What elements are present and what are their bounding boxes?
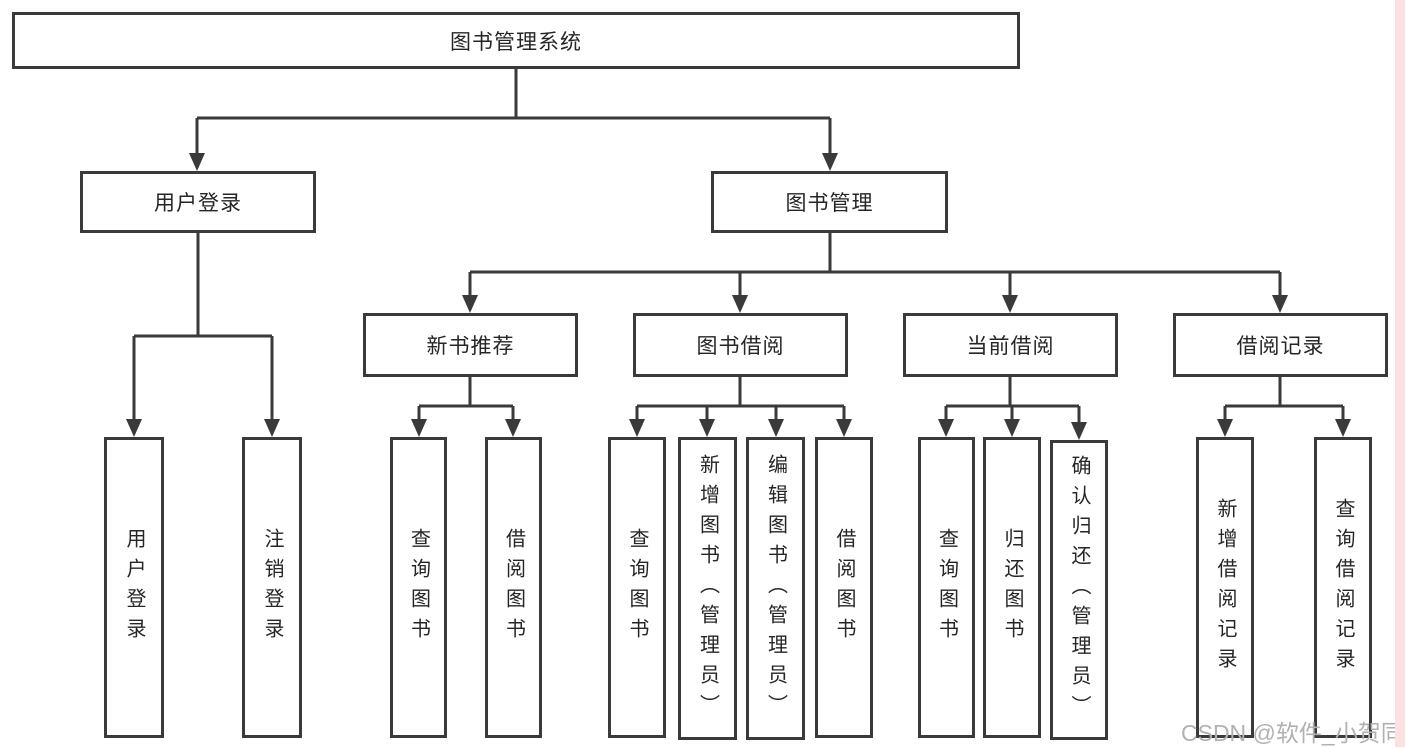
- node-book-borrow: 图书借阅: [633, 313, 848, 377]
- leaf-edit-books-admin: 编辑图书（管理员）: [746, 437, 805, 740]
- node-current-borrow: 当前借阅: [903, 313, 1118, 377]
- leaf-borrow-books: 借阅图书: [485, 437, 542, 738]
- node-borrow-records: 借阅记录: [1173, 313, 1388, 377]
- leaf-query-books-2: 查询图书: [608, 437, 666, 738]
- leaf-label: 确认归还（管理员）: [1068, 455, 1090, 725]
- leaf-label: 注销登录: [261, 527, 283, 648]
- leaf-label: 新增借阅记录: [1214, 497, 1236, 678]
- leaf-label: 查询图书: [407, 527, 430, 648]
- leaf-label: 新增图书（管理员）: [696, 453, 719, 724]
- leaf-return-books: 归还图书: [983, 437, 1041, 738]
- leaf-query-books-3: 查询图书: [918, 437, 975, 738]
- node-new-book-recommend: 新书推荐: [363, 313, 578, 377]
- leaf-borrow-books-2: 借阅图书: [815, 437, 873, 738]
- leaf-label: 查询图书: [626, 527, 648, 648]
- leaf-label: 借阅图书: [833, 527, 855, 648]
- leaf-add-borrow-record: 新增借阅记录: [1196, 437, 1254, 738]
- node-user-login: 用户登录: [80, 171, 316, 233]
- leaf-label: 归还图书: [1001, 527, 1023, 648]
- right-edge-strip: [1395, 0, 1405, 747]
- leaf-label: 编辑图书（管理员）: [764, 453, 787, 724]
- leaf-label: 查询图书: [935, 527, 958, 648]
- leaf-add-books-admin: 新增图书（管理员）: [678, 437, 737, 740]
- leaf-label: 查询借阅记录: [1332, 497, 1354, 678]
- node-book-management: 图书管理: [711, 171, 948, 233]
- leaf-logout-login: 注销登录: [242, 437, 302, 738]
- leaf-user-login: 用户登录: [104, 437, 164, 738]
- leaf-confirm-return-admin: 确认归还（管理员）: [1050, 440, 1108, 740]
- leaf-query-books: 查询图书: [390, 437, 447, 738]
- leaf-query-borrow-record: 查询借阅记录: [1314, 437, 1372, 738]
- node-library-management-system: 图书管理系统: [12, 12, 1020, 69]
- leaf-label: 用户登录: [123, 527, 145, 648]
- leaf-label: 借阅图书: [502, 527, 525, 648]
- csdn-watermark: CSDN @软件_小贺同学: [1181, 720, 1405, 746]
